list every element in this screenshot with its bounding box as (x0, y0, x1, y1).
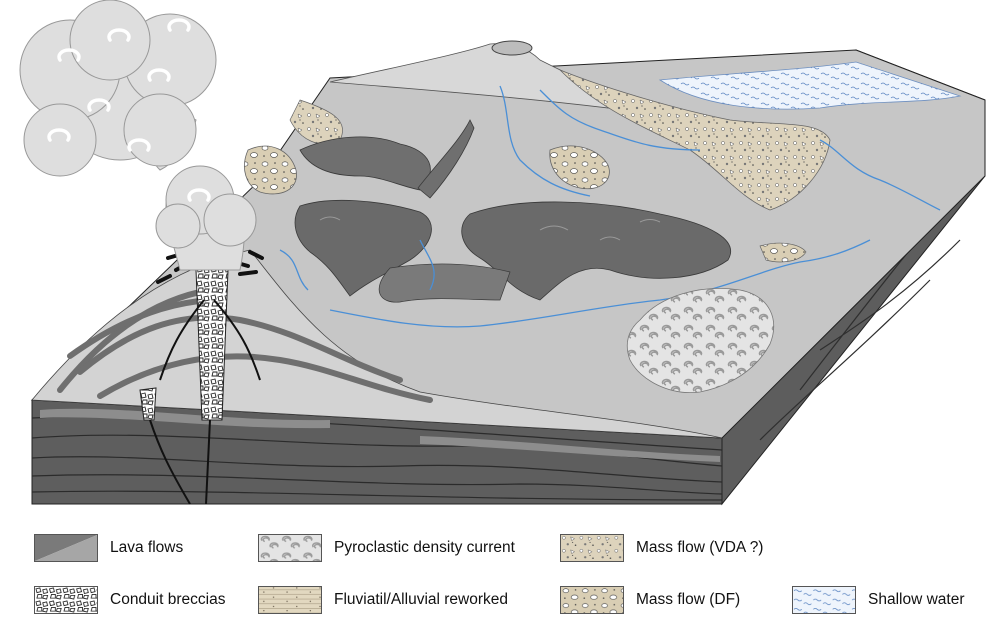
lava-flow-central (294, 199, 731, 303)
legend-label-conduit-breccias: Conduit breccias (110, 591, 226, 608)
mass-flow-df-deposit-3 (759, 242, 807, 263)
mass-flow-vda-deposit (559, 69, 831, 211)
legend-label-pyroclastic: Pyroclastic density current (334, 539, 515, 556)
eruption-plume (19, 0, 257, 271)
legend-item-mass-flow-vda: Mass flow (VDA ?) (560, 534, 763, 562)
rivers (279, 85, 941, 328)
pyroclastic-swatch (258, 534, 322, 562)
shallow-water-area (658, 61, 962, 110)
block-front-side (31, 399, 723, 505)
legend-item-lava-flows: Lava flows (34, 534, 183, 562)
block-diagram (19, 0, 986, 506)
conduit-breccia-column (195, 269, 229, 421)
crater (491, 40, 533, 56)
fluviatil-swatch (258, 586, 322, 614)
legend-item-shallow-water: Shallow water (792, 586, 965, 614)
conduit-breccias-swatch (34, 586, 98, 614)
shallow-water-swatch (792, 586, 856, 614)
legend-item-fluviatil-alluvial: Fluviatil/Alluvial reworked (258, 586, 508, 614)
conduit-breccia-branch (139, 387, 157, 421)
legend-label-mass-flow-vda: Mass flow (VDA ?) (636, 539, 764, 556)
legend-label-mass-flow-df: Mass flow (DF) (636, 591, 741, 608)
mass-flow-df-swatch (560, 586, 624, 614)
legend-item-pyroclastic-density-current: Pyroclastic density current (258, 534, 515, 562)
legend-item-conduit-breccias: Conduit breccias (34, 586, 225, 614)
pyroclastic-deposit (626, 288, 774, 394)
mass-flow-vda-swatch (560, 534, 624, 562)
legend-label-lava-flows: Lava flows (110, 539, 184, 556)
plume-swirls (47, 18, 211, 202)
legend-label-shallow-water: Shallow water (868, 591, 965, 608)
lava-flow-upper (299, 119, 475, 199)
legend-item-mass-flow-df: Mass flow (DF) (560, 586, 740, 614)
mass-flow-df-deposit-1 (244, 145, 297, 195)
feeder-dikes (149, 299, 261, 505)
mass-flow-df-deposit-2 (549, 145, 610, 190)
lava-flows-swatch (34, 534, 98, 562)
legend-label-fluviatil: Fluviatil/Alluvial reworked (334, 591, 509, 608)
legend: Lava flows Conduit breccias Pyroclastic … (0, 520, 986, 626)
